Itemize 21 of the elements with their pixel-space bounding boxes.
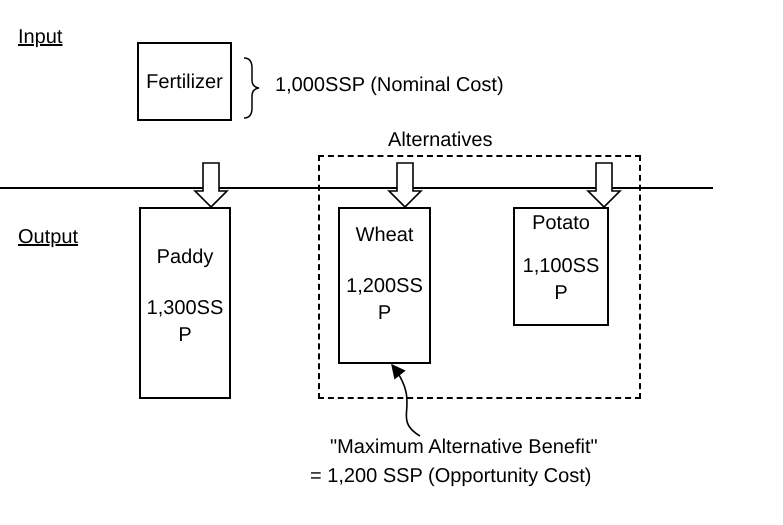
box-title: Fertilizer: [146, 70, 223, 94]
annotation-text: = 1,200 SSP (Opportunity Cost): [310, 465, 592, 488]
hollow-arrow: [193, 162, 229, 208]
crop-box: [513, 207, 609, 326]
crop-box: [338, 207, 431, 364]
crop-box: [139, 207, 231, 399]
annotation-text: "Maximum Alternative Benefit": [329, 436, 599, 459]
box-value: 1,200SSP: [345, 274, 424, 326]
box-title: Paddy: [156, 245, 214, 269]
curved-arrow: [391, 364, 420, 437]
box-title: Potato: [532, 211, 590, 235]
hollow-arrow: [387, 162, 423, 208]
box-value: 1,100SSP: [522, 254, 600, 306]
group-heading: Alternatives: [388, 129, 492, 152]
box-value: 1,300SSP: [146, 296, 224, 348]
section-label: Output: [18, 226, 78, 249]
crop-box: [137, 42, 232, 121]
section-label: Input: [18, 26, 62, 49]
cost-note: 1,000SSP (Nominal Cost): [275, 74, 504, 97]
box-title: Wheat: [356, 223, 414, 247]
hollow-arrow: [586, 162, 622, 208]
